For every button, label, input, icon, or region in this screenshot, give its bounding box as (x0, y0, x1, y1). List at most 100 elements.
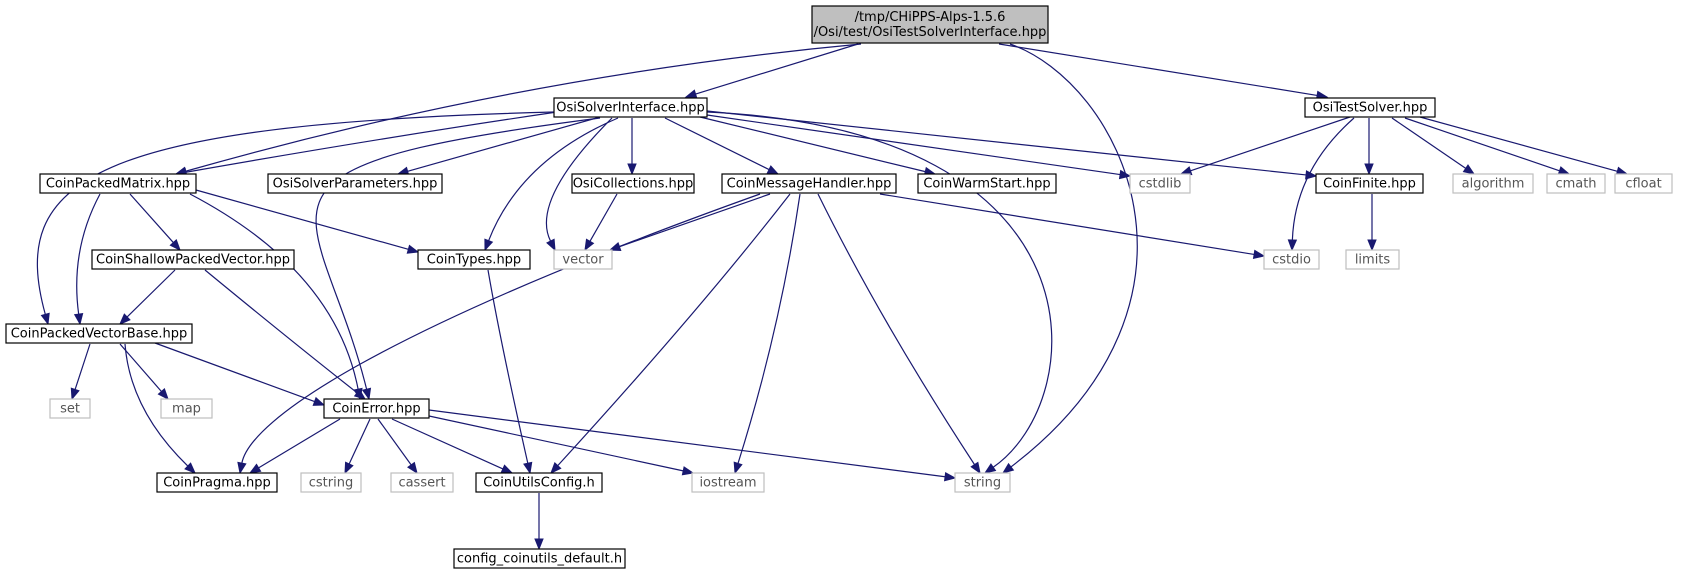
node-osisolverinterface[interactable]: OsiSolverInterface.hpp (553, 97, 708, 118)
arrowhead (546, 238, 556, 252)
node-box (417, 249, 531, 270)
node-box (691, 472, 765, 493)
node-box (1263, 249, 1320, 270)
edge-osisolverinterface-to-string (706, 111, 1053, 474)
edge-line (1190, 116, 1351, 172)
edge-line (189, 193, 359, 390)
node-coinutilsconfig[interactable]: CoinUtilsConfig.h (475, 472, 603, 493)
edge-root-to-string (1001, 43, 1138, 474)
node-limits[interactable]: limits (1345, 249, 1400, 270)
node-label: CoinShallowPackedVector.hpp (96, 253, 290, 268)
node-box (39, 173, 197, 194)
node-coinshallowpackedvector[interactable]: CoinShallowPackedVector.hpp (91, 249, 295, 270)
edge-line (241, 193, 761, 464)
arrowhead (119, 313, 131, 325)
node-label: vector (562, 253, 604, 268)
edge-line (185, 111, 558, 173)
node-box (390, 472, 454, 493)
edge-line (488, 117, 619, 241)
node-coinfinite[interactable]: CoinFinite.hpp (1315, 173, 1424, 194)
arrowhead (970, 461, 981, 475)
node-label: string (964, 476, 1001, 491)
edge-coinerror-to-coinpragma (248, 418, 341, 474)
node-label: CoinPackedVectorBase.hpp (11, 327, 188, 342)
edge-coinmessagehandler-to-string (817, 193, 981, 475)
edge-coinpackedvectorbase-to-map (119, 343, 169, 401)
arrowhead (184, 462, 196, 474)
node-label: CoinError.hpp (332, 402, 420, 417)
node-label: OsiSolverParameters.hpp (273, 177, 438, 192)
node-label: OsiSolverInterface.hpp (556, 101, 705, 116)
arrowhead (70, 387, 80, 401)
arrowhead (40, 312, 50, 326)
node-cmath[interactable]: cmath (1546, 173, 1606, 194)
node-box (49, 398, 91, 419)
node-label: cstring (309, 476, 353, 491)
node-box (5, 323, 193, 344)
node-vector[interactable]: vector (553, 249, 613, 270)
node-label: CoinFinite.hpp (1323, 177, 1416, 192)
edge-coinshallowpackedvector-to-coinpackedvectorbase (119, 269, 176, 325)
node-box (553, 249, 613, 270)
node-root[interactable]: /tmp/CHiPPS-Alps-1.5.6/Osi/test/OsiTestS… (811, 5, 1049, 44)
node-set[interactable]: set (49, 398, 91, 419)
arrowhead (353, 388, 367, 400)
node-cstring[interactable]: cstring (300, 472, 362, 493)
arrowhead (534, 538, 544, 551)
node-label: cassert (398, 476, 445, 491)
node-coinpackedmatrix[interactable]: CoinPackedMatrix.hpp (39, 173, 197, 194)
node-cfloat[interactable]: cfloat (1614, 173, 1673, 194)
edge-line (126, 269, 176, 318)
node-box (300, 472, 362, 493)
edge-line (1391, 117, 1467, 169)
edge-line (545, 117, 613, 242)
node-box (571, 173, 695, 194)
node-label: cstdlib (1139, 177, 1182, 192)
edge-line (315, 117, 601, 390)
arrowhead (684, 89, 698, 99)
node-label: OsiCollections.hpp (573, 177, 694, 192)
node-iostream[interactable]: iostream (691, 472, 765, 493)
node-coinmessagehandler[interactable]: CoinMessageHandler.hpp (721, 173, 897, 194)
arrowhead (523, 461, 533, 475)
node-ositestsolver[interactable]: OsiTestSolver.hpp (1304, 97, 1436, 118)
edge-coinerror-to-cstring (344, 418, 371, 475)
node-coinerror[interactable]: CoinError.hpp (323, 398, 430, 419)
edge-osisolverinterface-to-cstdlib (706, 114, 1132, 180)
node-label: map (172, 402, 201, 417)
node-config_coinutils_default[interactable]: config_coinutils_default.h (453, 548, 626, 569)
edge-osisolverinterface-to-coinmessagehandler (664, 117, 780, 175)
edge-ositestsolver-to-cstdio (1287, 117, 1355, 252)
node-label: CoinWarmStart.hpp (923, 177, 1050, 192)
node-box (917, 173, 1057, 194)
node-box (954, 472, 1011, 493)
node-cstdlib[interactable]: cstdlib (1129, 173, 1191, 194)
node-osicollections[interactable]: OsiCollections.hpp (571, 173, 695, 194)
node-box (323, 398, 430, 419)
node-cstdio[interactable]: cstdio (1263, 249, 1320, 270)
node-algorithm[interactable]: algorithm (1452, 173, 1534, 194)
node-label: /tmp/CHiPPS-Alps-1.5.6 (855, 10, 1006, 25)
edge-line (204, 269, 358, 394)
edge-coinpackedmatrix-to-coinshallowpackedvector (129, 193, 181, 252)
arrowhead (484, 238, 494, 252)
node-coinpragma[interactable]: CoinPragma.hpp (156, 472, 278, 493)
node-box (1129, 173, 1191, 194)
node-cointypes[interactable]: CoinTypes.hpp (417, 249, 531, 270)
edge-line (664, 117, 770, 171)
node-osisolverparameters[interactable]: OsiSolverParameters.hpp (267, 173, 443, 194)
node-map[interactable]: map (160, 398, 213, 419)
edge-osicollections-to-vector (584, 193, 618, 252)
edge-osisolverinterface-to-coinwarmstart (699, 116, 937, 177)
node-coinwarmstart[interactable]: CoinWarmStart.hpp (917, 173, 1057, 194)
edge-ositestsolver-to-cstdlib (1179, 116, 1351, 176)
node-label: limits (1355, 253, 1391, 268)
node-string[interactable]: string (954, 472, 1011, 493)
edge-line (1291, 117, 1355, 241)
node-cassert[interactable]: cassert (390, 472, 454, 493)
edge-line (487, 269, 529, 464)
node-box (160, 398, 213, 419)
arrowhead (1364, 163, 1374, 176)
node-coinpackedvectorbase[interactable]: CoinPackedVectorBase.hpp (5, 323, 193, 344)
